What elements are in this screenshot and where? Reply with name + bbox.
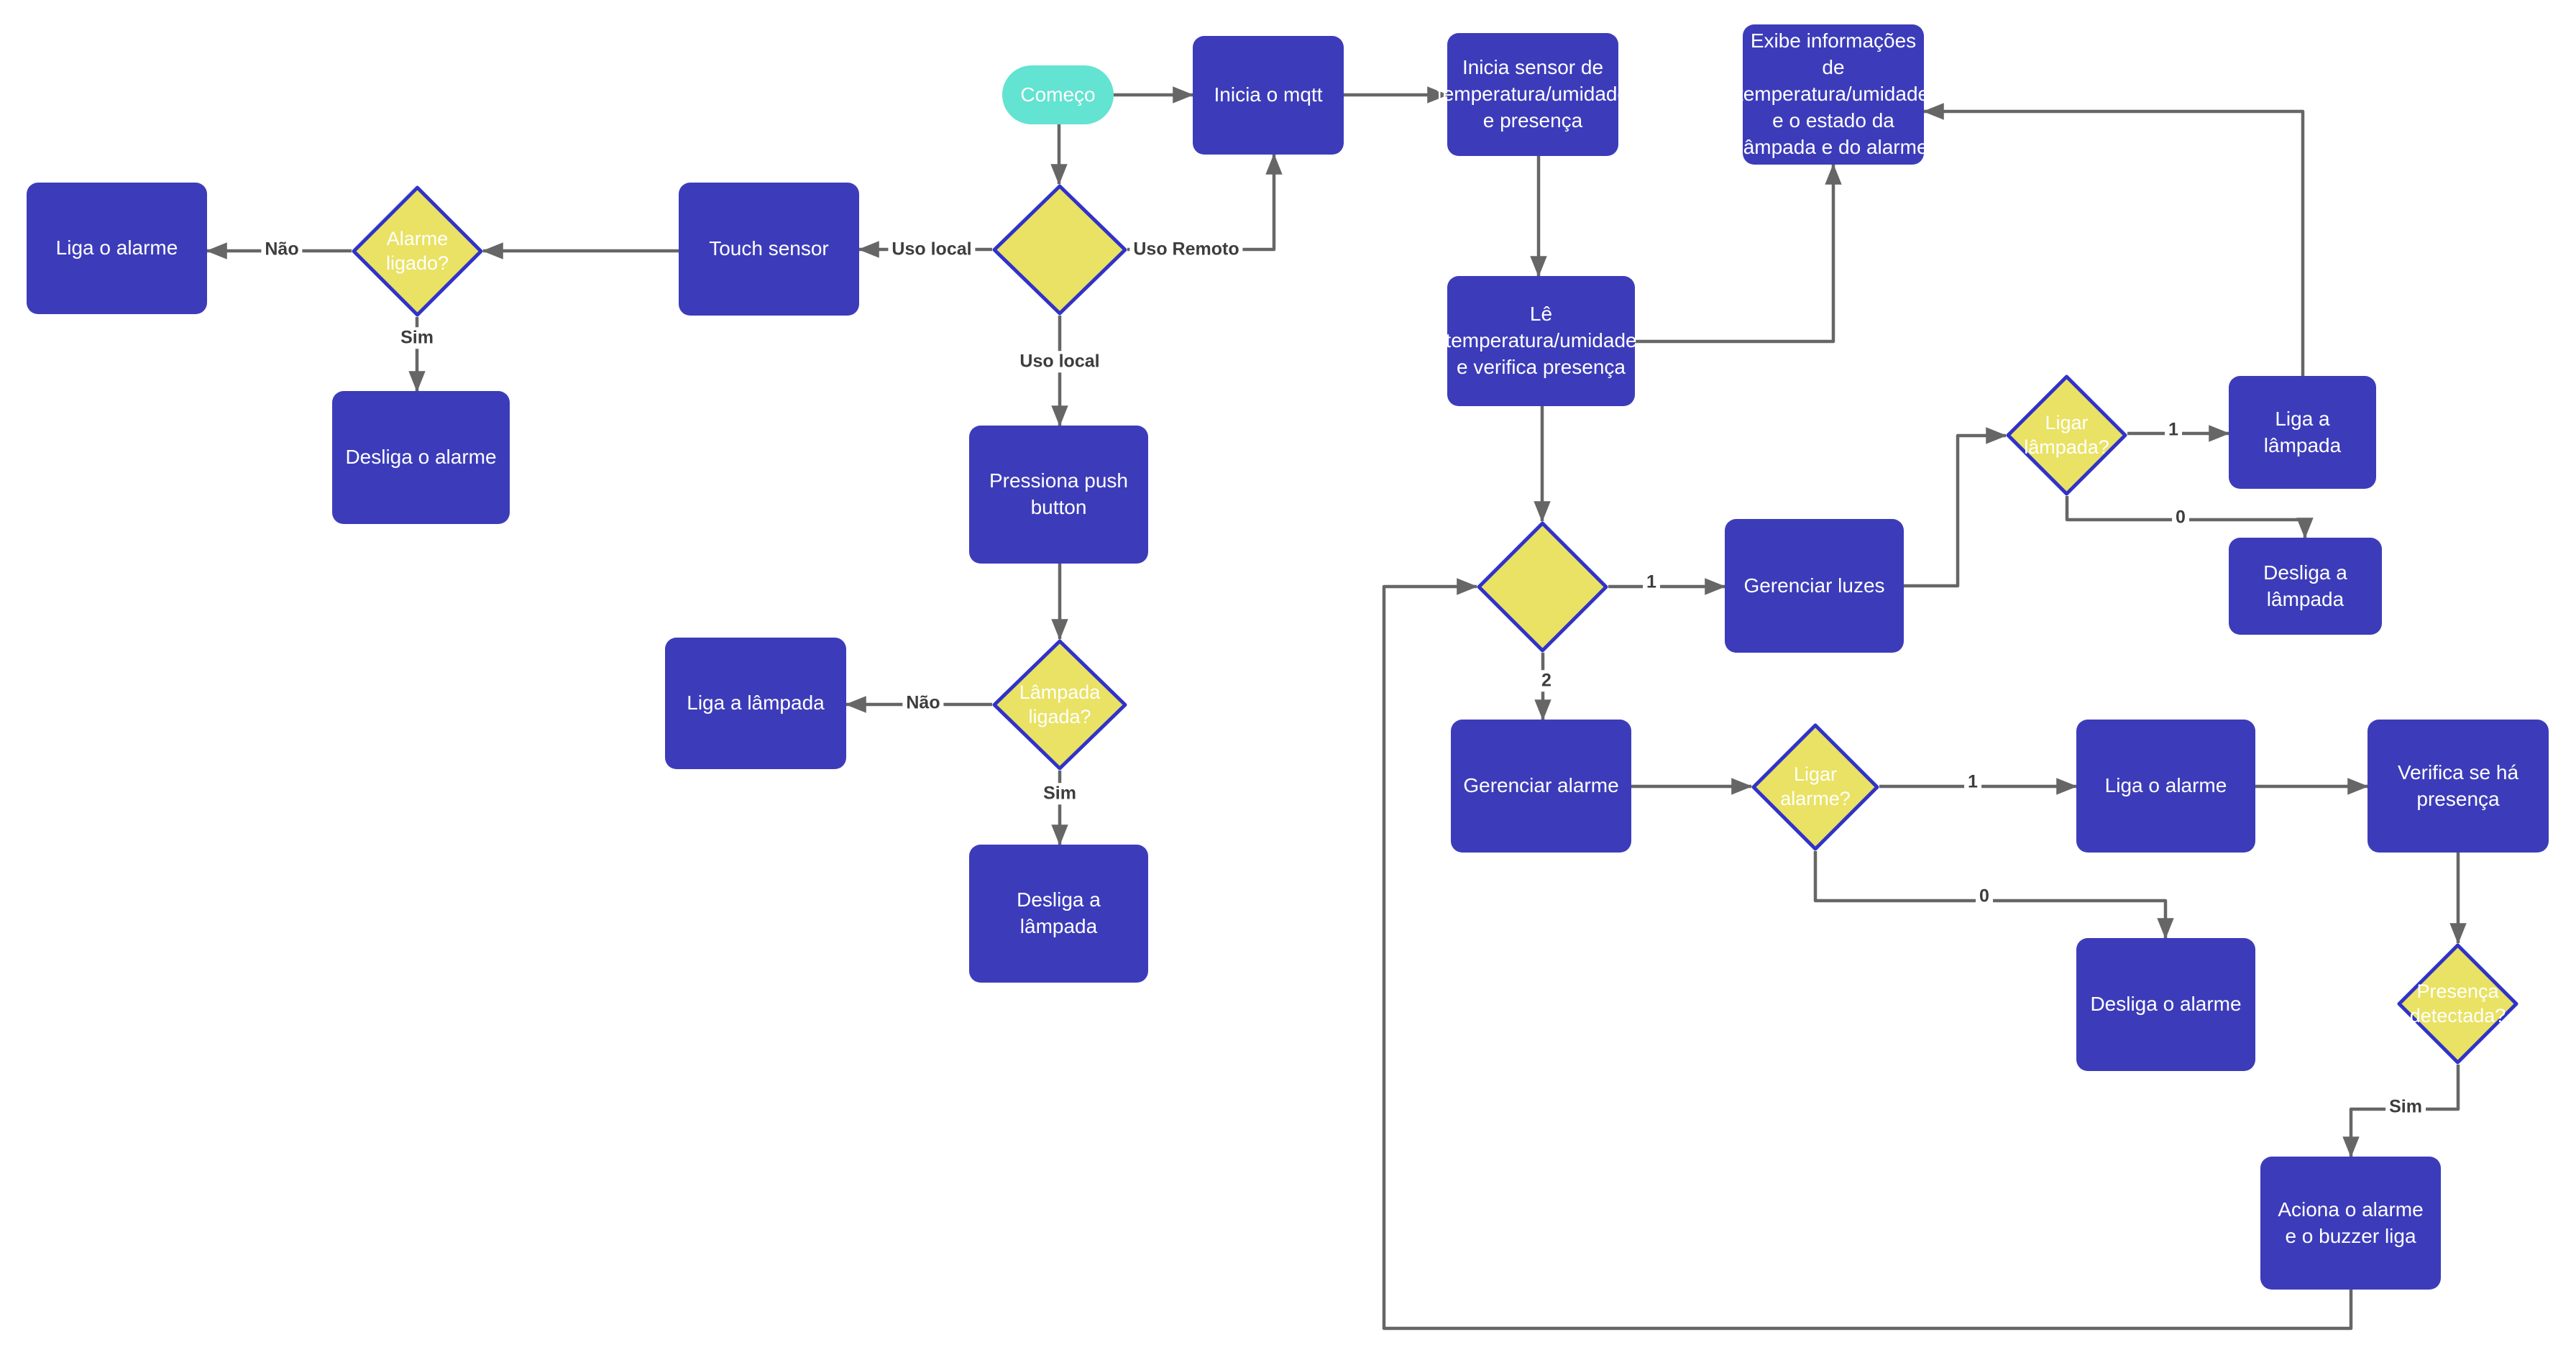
node-desliga-a-lampada-dir[interactable]: Desliga a lâmpada — [2229, 538, 2382, 635]
diamond-shape — [2006, 375, 2127, 496]
edge-label-alarmeligado-nao: Não — [261, 239, 303, 260]
connector-decisao-remoto — [1127, 153, 1283, 252]
edge-label-escolha-alarme: 2 — [1538, 670, 1555, 692]
diamond-shape — [992, 639, 1127, 771]
node-label: Inicia sensor de temperatura/umidade e p… — [1436, 56, 1629, 132]
node-uso-local-remoto[interactable] — [992, 184, 1127, 316]
edge-label-escolha-luzes: 1 — [1643, 571, 1660, 593]
node-gerenciar-alarme[interactable]: Gerenciar alarme — [1451, 720, 1631, 853]
node-label: Desliga o alarme — [345, 446, 497, 469]
node-comeco[interactable]: Começo — [1002, 65, 1114, 124]
edge-label-decisao-remoto: Uso Remoto — [1129, 239, 1243, 260]
node-ligar-alarme[interactable]: Ligar alarme? — [1751, 723, 1879, 851]
node-desliga-o-alarme-esq[interactable]: Desliga o alarme — [332, 391, 510, 524]
node-liga-o-alarme-dir[interactable]: Liga o alarme — [2076, 720, 2255, 853]
node-label: Verifica se há presença — [2397, 761, 2519, 810]
node-label: Liga a lâmpada — [687, 692, 825, 715]
edge-label-ligarlampada-0: 0 — [2172, 507, 2189, 528]
decision-label: Lâmpada ligada? — [1019, 681, 1101, 727]
edge-label-ligarlampada-1: 1 — [2165, 419, 2182, 441]
node-label: Lê temperatura/umidade e verifica presen… — [1445, 303, 1637, 378]
node-label: Desliga o alarme — [2090, 993, 2242, 1016]
node-label: Gerenciar alarme — [1463, 774, 1619, 797]
node-presenca-detectada[interactable]: Presença detectada? — [2397, 943, 2518, 1065]
diamond-shape — [2397, 943, 2518, 1065]
decision-label: Presença detectada? — [2409, 980, 2506, 1026]
edge-label-decisao-touch: Uso local — [888, 239, 976, 260]
connector-le-exibe — [1635, 163, 1842, 344]
node-aciona-alarme-buzzer[interactable]: Aciona o alarme e o buzzer liga — [2260, 1157, 2441, 1290]
node-label: Liga o alarme — [2104, 774, 2227, 797]
node-label: Pressiona push button — [989, 469, 1128, 518]
node-label: Liga a lâmpada — [2263, 407, 2342, 456]
diamond-shape — [992, 184, 1127, 316]
node-label: Começo — [1020, 83, 1096, 106]
node-desliga-a-lampada-meio[interactable]: Desliga a lâmpada — [969, 845, 1148, 983]
node-touch-sensor[interactable]: Touch sensor — [679, 183, 859, 316]
node-exibe-informacoes[interactable]: Exibe informações de temperatura/umidade… — [1738, 24, 1929, 165]
node-ligar-lampada[interactable]: Ligar lâmpada? — [2006, 375, 2127, 496]
node-label: Aciona o alarme e o buzzer liga — [2278, 1198, 2424, 1247]
node-label: Desliga a lâmpada — [1017, 888, 1101, 937]
node-alarme-ligado[interactable]: Alarme ligado? — [352, 185, 483, 317]
node-label: Liga o alarme — [55, 236, 178, 259]
diamond-shape — [1751, 723, 1879, 851]
node-desliga-o-alarme-dir[interactable]: Desliga o alarme — [2076, 938, 2255, 1071]
node-inicia-o-mqtt[interactable]: Inicia o mqtt — [1193, 36, 1344, 155]
node-label: Exibe informações de temperatura/umidade… — [1737, 29, 1930, 158]
node-lampada-ligada[interactable]: Lâmpada ligada? — [992, 639, 1127, 771]
decision-label: Ligar lâmpada? — [2024, 411, 2109, 458]
node-label: Gerenciar luzes — [1743, 574, 1885, 597]
node-liga-o-alarme-esq[interactable]: Liga o alarme — [27, 183, 207, 314]
diamond-shape — [1477, 521, 1608, 653]
node-verifica-presenca[interactable]: Verifica se há presença — [2368, 720, 2549, 853]
node-pressiona-push-button[interactable]: Pressiona push button — [969, 426, 1148, 564]
node-label: Touch sensor — [709, 237, 829, 260]
decision-label: Alarme ligado? — [385, 227, 449, 274]
node-le-temperatura[interactable]: Lê temperatura/umidade e verifica presen… — [1445, 276, 1637, 406]
edge-label-presenca-sim: Sim — [2385, 1096, 2426, 1118]
connector-luzes-ligarlampada — [1904, 427, 2007, 588]
edge-label-lampadaligada-sim: Sim — [1040, 783, 1080, 804]
node-gerencia-escolha[interactable] — [1477, 521, 1608, 653]
edge-label-decisao-push: Uso local — [1016, 351, 1104, 372]
connector-ligalampada-exibe — [1922, 103, 2305, 376]
edge-label-lampadaligada-nao: Não — [902, 692, 944, 714]
decision-label: Ligar alarme? — [1780, 763, 1851, 809]
node-label: Desliga a lâmpada — [2263, 561, 2347, 610]
node-inicia-sensor[interactable]: Inicia sensor de temperatura/umidade e p… — [1437, 33, 1628, 156]
connector-aciona-retorno — [1382, 578, 2353, 1331]
node-liga-a-lampada-dir[interactable]: Liga a lâmpada — [2229, 376, 2376, 489]
edge-label-alarmeligado-sim: Sim — [397, 327, 437, 349]
edge-label-ligaralarme-1: 1 — [1964, 771, 1981, 793]
node-label: Inicia o mqtt — [1214, 83, 1323, 106]
edge-label-ligaralarme-0: 0 — [1976, 886, 1993, 907]
diamond-shape — [352, 185, 483, 317]
node-liga-a-lampada-meio[interactable]: Liga a lâmpada — [665, 638, 846, 769]
node-gerenciar-luzes[interactable]: Gerenciar luzes — [1725, 519, 1904, 653]
